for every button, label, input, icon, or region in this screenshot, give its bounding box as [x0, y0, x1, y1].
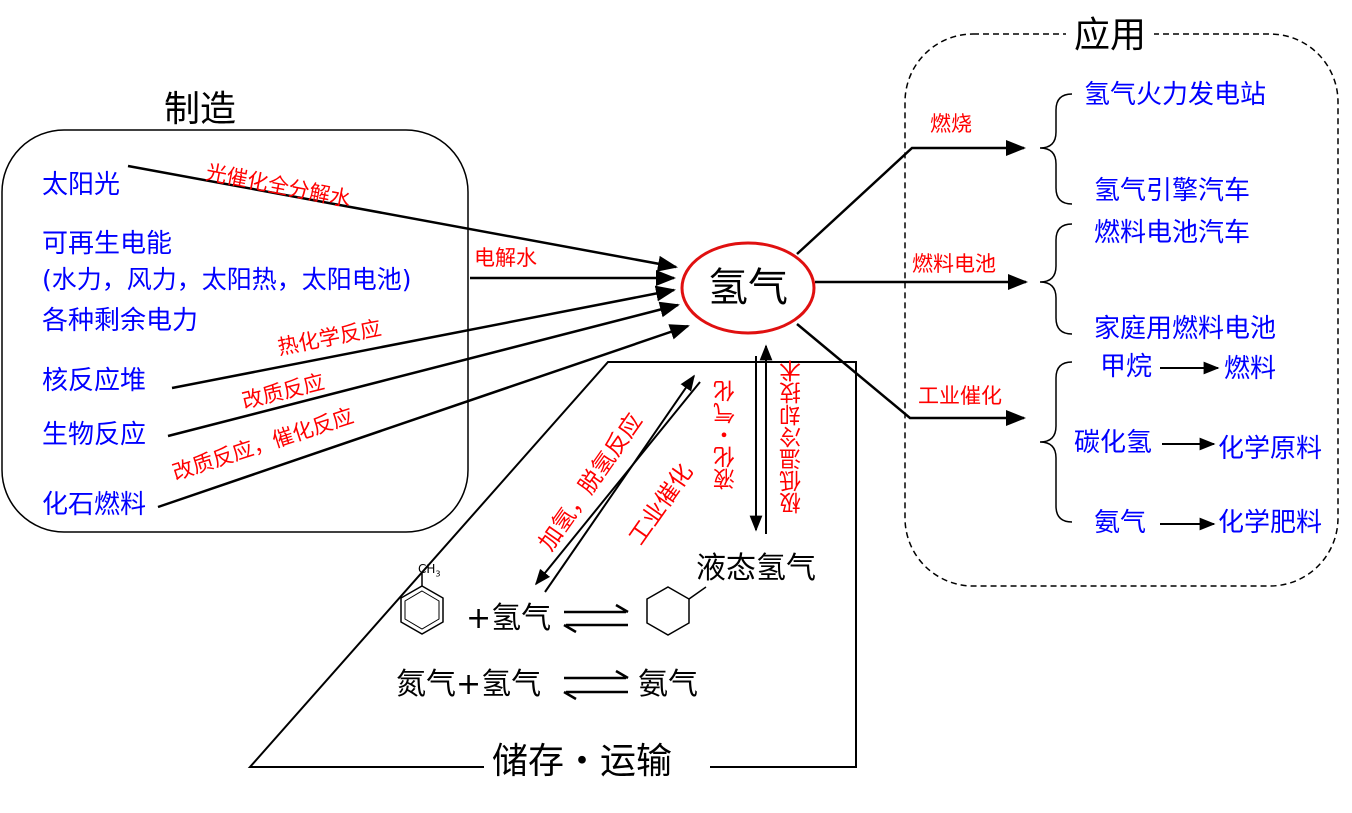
line-combustion: [796, 140, 1026, 255]
app-engine-car: 氢气引擎汽车: [1094, 176, 1251, 206]
equilibrium-cyclohexane: [563, 603, 629, 634]
equilibrium-ammonia: [563, 669, 629, 701]
methylcyclohexane-structure: [646, 586, 707, 636]
storage-liquid-h2: 液态氢气: [696, 551, 816, 586]
app-chem-material: 化学原料: [1218, 434, 1323, 464]
arrow-bio: [167, 301, 680, 438]
arrow-hydrogenation-down: [534, 381, 701, 586]
storage-cryogenic: 极低温冷却技术: [780, 360, 805, 514]
toluene-structure: [400, 572, 444, 635]
title-application: 应用: [1066, 18, 1155, 54]
storage-ammonia: 氨气: [638, 667, 698, 702]
source-renewable: 可再生电能: [42, 229, 173, 259]
storage-nitrogen-plus-h2: 氮气+氢气: [396, 667, 542, 702]
application-box: [904, 33, 1339, 587]
title-manufacture: 制造: [156, 92, 245, 128]
method-fuel-cell: 燃料电池: [912, 252, 996, 276]
app-fuel: 燃料: [1224, 354, 1277, 384]
arrow-nuclear: [171, 285, 676, 390]
app-home-fc: 家庭用燃料电池: [1094, 314, 1277, 344]
source-surplus: 各种剩余电力: [42, 306, 199, 336]
storage-liquefaction: 液化・气化: [714, 380, 739, 490]
source-bio: 生物反应: [42, 420, 147, 450]
brace-combustion: [1039, 93, 1073, 205]
source-sunlight: 太阳光: [42, 170, 121, 200]
app-fc-car: 燃料电池汽车: [1094, 218, 1251, 248]
title-storage: 储存・运输: [484, 744, 681, 780]
method-industrial: 工业催化: [918, 384, 1002, 408]
storage-outline: [247, 361, 857, 768]
source-fossil: 化石燃料: [42, 490, 147, 520]
toluene-ch3-label: CH3: [418, 562, 441, 579]
app-ammonia: 氨气: [1094, 508, 1147, 538]
brace-fuel-cell: [1039, 223, 1073, 335]
arrow-fossil: [157, 324, 690, 509]
app-power-plant: 氢气火力发电站: [1084, 80, 1267, 110]
method-combustion: 燃烧: [930, 112, 972, 136]
app-hydrocarbon: 碳化氢: [1074, 428, 1153, 458]
app-methane: 甲烷: [1100, 352, 1153, 382]
arrow-sunlight: [127, 164, 678, 272]
brace-industrial: [1039, 361, 1073, 523]
hydrogen-ellipse: [680, 241, 816, 335]
source-renewable-detail: (水力，风力，太阳热，太阳电池): [42, 265, 412, 294]
process-electrolysis: 电解水: [474, 246, 537, 270]
line-industrial: [796, 323, 1026, 426]
storage-plus-h2: +氢气: [466, 601, 552, 636]
hydrogen-center: 氢气: [708, 265, 788, 311]
app-fertilizer: 化学肥料: [1218, 508, 1323, 538]
source-nuclear: 核反应堆: [42, 366, 147, 396]
arrow-hydrogenation-up: [544, 374, 695, 593]
